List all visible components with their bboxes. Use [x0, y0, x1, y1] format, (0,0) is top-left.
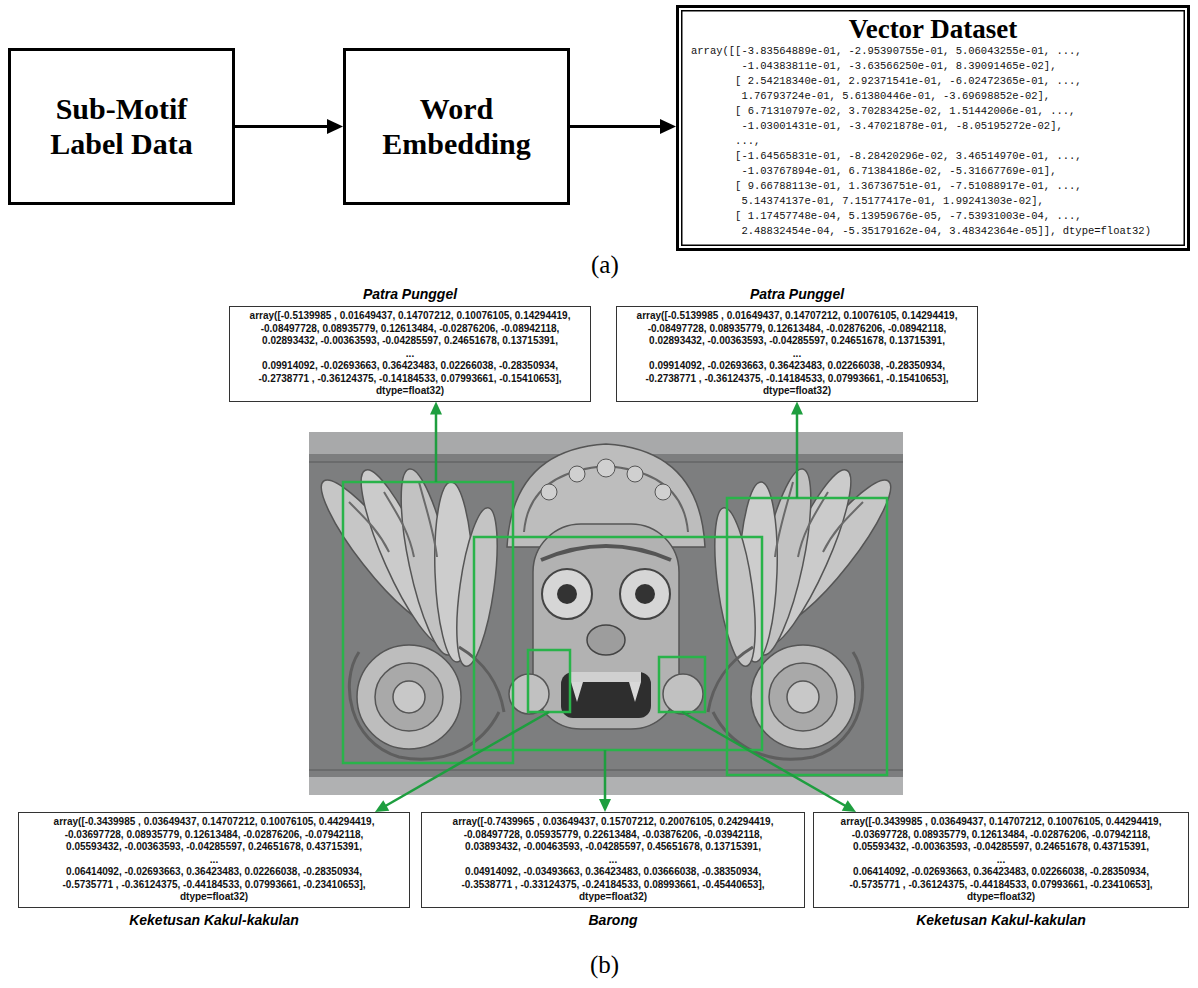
array-line: 0.06414092, -0.02693663, 0.36423483, 0.0…: [23, 866, 405, 879]
leader-arrow: [375, 712, 549, 812]
array-line: dtype=float32): [234, 385, 586, 398]
array-line: -0.08497728, 0.05935779, 0.22613484, -0.…: [426, 829, 800, 842]
arrow-head: [327, 119, 343, 134]
array-line: [-1.64565831e-01, -8.28420296e-02, 3.465…: [691, 149, 1175, 164]
leader-arrow: [791, 402, 803, 499]
array-line: 0.06414092, -0.02693663, 0.36423483, 0.0…: [818, 866, 1184, 879]
array-line: [ 6.71310797e-02, 3.70283425e-02, 1.5144…: [691, 104, 1175, 119]
array-line: array([-0.5139985 , 0.01649437, 0.147072…: [234, 310, 586, 323]
leader-head: [599, 799, 611, 812]
arrow-head: [660, 119, 676, 134]
leader-arrow: [430, 402, 442, 483]
dataset-box: Vector Datasetarray([[-3.83564889e-01, -…: [676, 5, 1190, 251]
barong-relief-photo: [309, 432, 903, 795]
array-line: -0.5735771 , -0.36124375, -0.44184533, 0…: [23, 879, 405, 892]
leader-line: [385, 712, 549, 806]
array-line: -0.3538771 , -0.33124375, -0.24184533, 0…: [426, 879, 800, 892]
vector-array: array([-0.5139985 , 0.01649437, 0.147072…: [234, 310, 586, 398]
array-line: -1.04383811e-01, -3.63566250e-01, 8.3909…: [691, 59, 1175, 74]
array-line: -0.2738771 , -0.36124375, -0.14184533, 0…: [621, 373, 973, 386]
array-line: 0.02893432, -0.00363593, -0.04285597, 0.…: [234, 335, 586, 348]
leader-head: [375, 800, 389, 812]
array-line: 0.09914092, -0.02693663, 0.36423483, 0.0…: [234, 360, 586, 373]
array-line: ...: [234, 348, 586, 361]
motif-name: Patra Punggel: [190, 286, 630, 303]
array-line: 0.05593432, -0.00363593, -0.04285597, 0.…: [23, 841, 405, 854]
array-line: -0.03697728, 0.08935779, 0.12613484, -0.…: [818, 829, 1184, 842]
array-line: array([[-3.83564889e-01, -2.95390755e-01…: [691, 44, 1175, 59]
array-line: 5.14374137e-01, 7.15177417e-01, 1.992413…: [691, 194, 1175, 209]
array-line: array([-0.3439985 , 0.03649437, 0.147072…: [23, 816, 405, 829]
leader-head: [430, 402, 442, 415]
array-line: dtype=float32): [23, 891, 405, 904]
array-line: -0.03697728, 0.08935779, 0.12613484, -0.…: [23, 829, 405, 842]
vector-array: array([-0.3439985 , 0.03649437, 0.147072…: [818, 816, 1184, 904]
leader-line: [796, 414, 799, 499]
vector-array: array([-0.7439965 , 0.03649437, 0.157072…: [426, 816, 800, 904]
motif-name: Barong: [382, 912, 844, 929]
array-line: -1.03767894e-01, 6.71384186e-02, -5.3166…: [691, 164, 1175, 179]
array-line: -0.08497728, 0.08935779, 0.12613484, -0.…: [621, 323, 973, 336]
vector-array: array([[-3.83564889e-01, -2.95390755e-01…: [691, 44, 1175, 239]
array-line: [ 2.54218340e-01, 2.92371541e-01, -6.024…: [691, 74, 1175, 89]
leader-line: [604, 750, 607, 800]
array-line: 0.03893432, -0.00463593, -0.04285597, 0.…: [426, 841, 800, 854]
array-line: dtype=float32): [818, 891, 1184, 904]
process-box: Sub-Motif Label Data: [8, 48, 235, 205]
array-line: array([-0.7439965 , 0.03649437, 0.157072…: [426, 816, 800, 829]
arrow-shaft: [570, 125, 661, 128]
panel-label: (b): [590, 951, 619, 979]
array-line: ...: [426, 854, 800, 867]
array-line: 0.05593432, -0.00363593, -0.04285597, 0.…: [818, 841, 1184, 854]
array-line: ...,: [691, 134, 1175, 149]
array-line: 1.76793724e-01, 5.61380446e-01, -3.69698…: [691, 89, 1175, 104]
arrow-shaft: [235, 125, 328, 128]
array-line: dtype=float32): [426, 891, 800, 904]
leader-arrow: [599, 750, 611, 812]
array-line: -0.5735771 , -0.36124375, -0.44184533, 0…: [818, 879, 1184, 892]
panel-label: (a): [591, 251, 619, 279]
leader-head: [842, 800, 856, 812]
leader-line: [682, 712, 846, 806]
array-line: ...: [818, 854, 1184, 867]
process-box: Word Embedding: [343, 48, 570, 205]
array-line: array([-0.3439985 , 0.03649437, 0.147072…: [818, 816, 1184, 829]
box-label: Word Embedding: [364, 92, 549, 161]
array-line: -0.2738771 , -0.36124375, -0.14184533, 0…: [234, 373, 586, 386]
array-line: [ 9.66788113e-01, 1.36736751e-01, -7.510…: [691, 179, 1175, 194]
box-label: Sub-Motif Label Data: [29, 92, 214, 161]
vector-box: array([-0.7439965 , 0.03649437, 0.157072…: [421, 812, 805, 908]
leader-head: [791, 402, 803, 415]
array-line: -0.08497728, 0.08935779, 0.12613484, -0.…: [234, 323, 586, 336]
array-line: -1.03001431e-01, -3.47021878e-01, -8.051…: [691, 119, 1175, 134]
array-line: 0.02893432, -0.00363593, -0.04285597, 0.…: [621, 335, 973, 348]
vector-box: array([-0.3439985 , 0.03649437, 0.147072…: [18, 812, 410, 908]
array-line: ...: [23, 854, 405, 867]
leader-line: [435, 414, 438, 483]
array-line: ...: [621, 348, 973, 361]
motif-name: Keketusan Kakul-kakulan: [774, 912, 1198, 929]
motif-name: Patra Punggel: [577, 286, 1017, 303]
motif-name: Keketusan Kakul-kakulan: [0, 912, 449, 929]
leader-arrow: [682, 712, 856, 812]
flow-arrow: [235, 119, 343, 134]
bounding-box: [343, 482, 887, 775]
flow-arrow: [570, 119, 676, 134]
array-line: 0.09914092, -0.02693663, 0.36423483, 0.0…: [621, 360, 973, 373]
vector-box: Patra Punggelarray([-0.5139985 , 0.01649…: [616, 306, 978, 402]
box-title: Vector Dataset: [691, 14, 1175, 44]
array-line: 2.48832454e-04, -5.35179162e-04, 3.48342…: [691, 224, 1175, 239]
vector-box: array([-0.3439985 , 0.03649437, 0.147072…: [813, 812, 1189, 908]
array-line: dtype=float32): [621, 385, 973, 398]
vector-array: array([-0.5139985 , 0.01649437, 0.147072…: [621, 310, 973, 398]
array-line: array([-0.5139985 , 0.01649437, 0.147072…: [621, 310, 973, 323]
array-line: 0.04914092, -0.03493663, 0.36423483, 0.0…: [426, 866, 800, 879]
vector-array: array([-0.3439985 , 0.03649437, 0.147072…: [23, 816, 405, 904]
vector-box: Patra Punggelarray([-0.5139985 , 0.01649…: [229, 306, 591, 402]
array-line: [ 1.17457748e-04, 5.13959676e-05, -7.539…: [691, 209, 1175, 224]
